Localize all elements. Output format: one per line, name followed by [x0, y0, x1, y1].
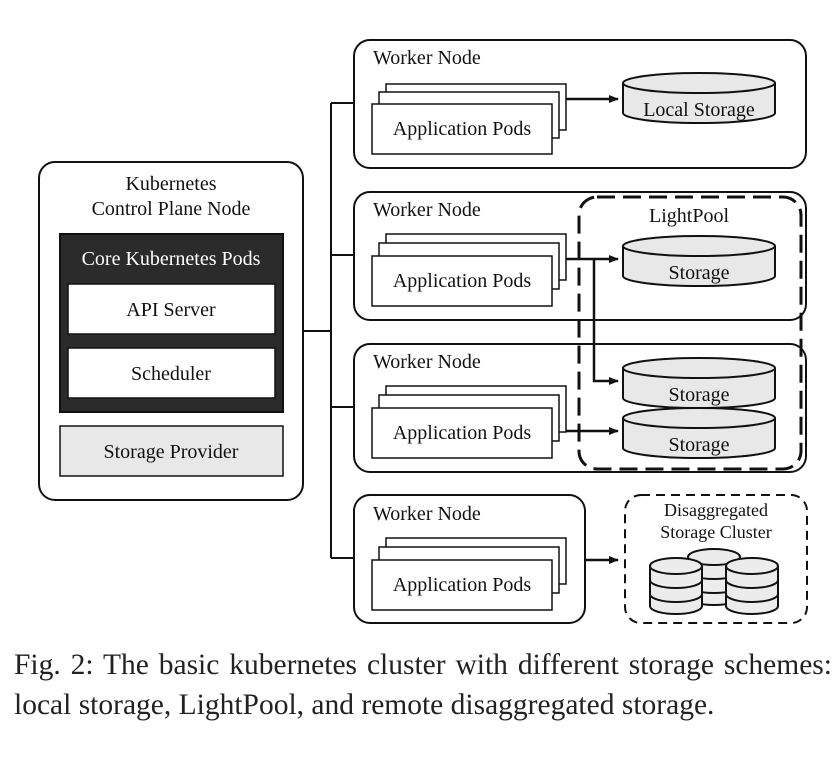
- lightpool-storage-2: Storage: [622, 357, 776, 409]
- application-pods-label-4: Application Pods: [393, 574, 532, 596]
- lightpool-title: LightPool: [649, 205, 729, 227]
- scheduler-label: Scheduler: [131, 363, 211, 385]
- application-pods-stack-1: Application Pods: [371, 83, 567, 155]
- lightpool-storage-2-label: Storage: [668, 384, 729, 406]
- lightpool-group: LightPool Storage Storage Storage: [566, 195, 803, 471]
- local-storage-cylinder: Local Storage: [622, 72, 776, 124]
- storage-provider-box: [59, 425, 284, 477]
- worker-node-4-title: Worker Node: [373, 503, 481, 525]
- application-pods-label-2: Application Pods: [393, 270, 532, 292]
- disaggregated-title-line2: Storage Cluster: [660, 522, 771, 542]
- lightpool-arrows: [566, 255, 619, 435]
- lightpool-storage-1: Storage: [622, 235, 776, 287]
- lightpool-storage-1-label: Storage: [668, 262, 729, 284]
- worker-node-3-title: Worker Node: [373, 351, 481, 373]
- connector-lines: [303, 102, 354, 559]
- lightpool-storage-3-label: Storage: [668, 434, 729, 456]
- application-pods-stack-4: Application Pods: [371, 537, 567, 611]
- application-pods-stack-2: Application Pods: [371, 233, 567, 307]
- worker-node-4: Worker Node Application Pods: [353, 494, 586, 624]
- storage-provider-label: Storage Provider: [104, 441, 239, 463]
- worker-node-1: Worker Node Application Pods Local Stora…: [353, 39, 807, 169]
- api-server-label: API Server: [126, 299, 216, 321]
- api-server-box: [67, 283, 276, 335]
- core-kubernetes-pods: Core Kubernetes Pods API Server Schedule…: [59, 233, 284, 413]
- figure-caption: Fig. 2: The basic kubernetes cluster wit…: [14, 649, 832, 721]
- control-plane-title-line1: Kubernetes: [125, 173, 216, 195]
- application-pods-label-1: Application Pods: [393, 118, 532, 140]
- core-pods-label: Core Kubernetes Pods: [82, 248, 261, 270]
- local-storage-label: Local Storage: [643, 99, 755, 121]
- worker-node-2-title: Worker Node: [373, 199, 481, 221]
- disaggregated-title-line1: Disaggregated: [664, 500, 768, 520]
- scheduler-box: [67, 347, 276, 399]
- application-pods-stack-3: Application Pods: [371, 385, 567, 459]
- control-plane-title-line2: Control Plane Node: [92, 198, 251, 220]
- disaggregated-storage-cluster: Disaggregated Storage Cluster: [624, 494, 808, 624]
- control-plane-node: Kubernetes Control Plane Node Core Kuber…: [38, 161, 304, 501]
- server-rack-icon: [649, 548, 779, 615]
- application-pods-label-3: Application Pods: [393, 422, 532, 444]
- lightpool-storage-3: Storage: [622, 407, 776, 459]
- worker-node-1-title: Worker Node: [373, 47, 481, 69]
